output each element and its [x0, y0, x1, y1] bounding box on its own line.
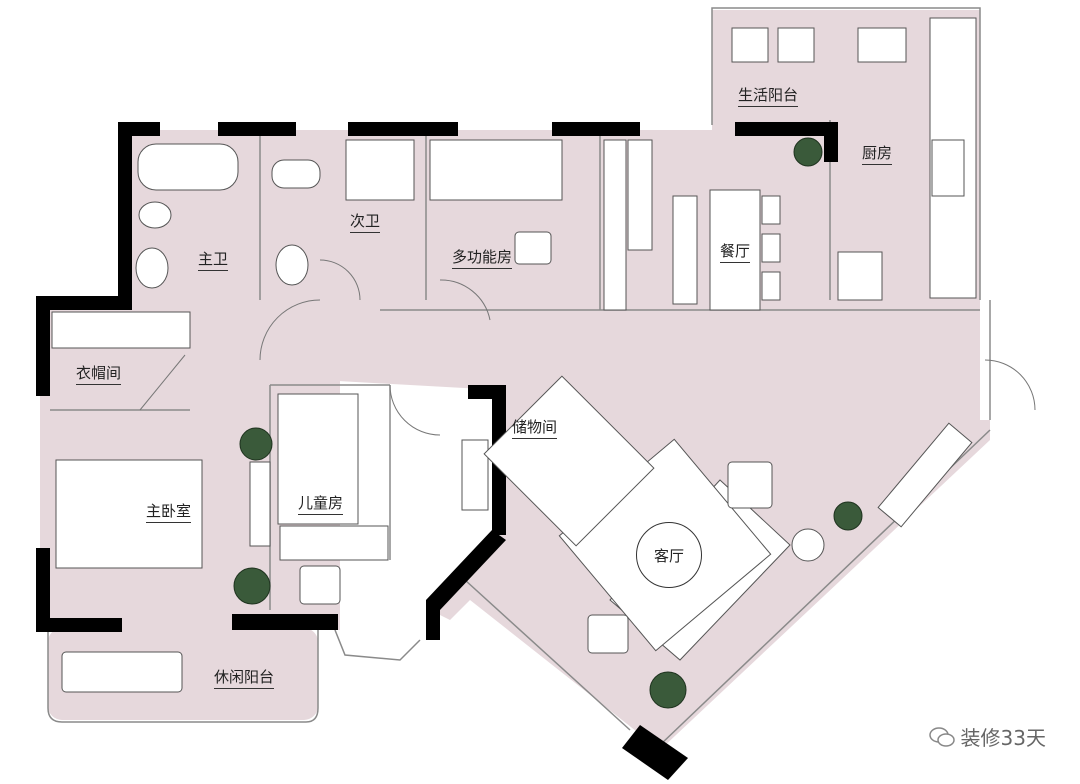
walls [36, 122, 838, 780]
armchair-icon [727, 461, 773, 509]
wechat-icon [928, 726, 955, 747]
bathtub-icon [137, 143, 239, 191]
desk-icon [429, 139, 563, 201]
desk-icon [279, 525, 389, 561]
cabinet-icon [483, 375, 655, 547]
sideboard-icon [672, 195, 698, 305]
chair-icon [761, 195, 781, 225]
side-table-icon [791, 528, 825, 562]
room-label-dining: 餐厅 [720, 240, 751, 263]
cabinet-icon [603, 139, 627, 311]
chair-icon [761, 233, 781, 263]
room-label-leisure-balcony: 休闲阳台 [214, 666, 275, 689]
chair-icon [299, 565, 341, 605]
shower-icon [345, 139, 415, 201]
room-label-living-balcony: 生活阳台 [738, 84, 799, 107]
watermark-text: 装修33天 [960, 726, 1046, 750]
room-label-master-bedroom: 主卧室 [146, 500, 192, 523]
fitness-machine-icon [61, 651, 183, 693]
plant-icon [239, 427, 273, 461]
room-label-master-bath: 主卫 [198, 248, 229, 271]
room-label-storage: 储物间 [512, 416, 558, 439]
chair-icon [761, 271, 781, 301]
cabinet-icon [461, 439, 489, 511]
plant-icon [233, 567, 271, 605]
room-label-multi-room: 多功能房 [452, 246, 513, 269]
stool-icon [587, 614, 629, 654]
wardrobe-icon [249, 461, 271, 547]
washer-icon [777, 27, 815, 63]
wardrobe-icon [51, 311, 191, 349]
watermark: 装修33天 [928, 722, 1046, 751]
plant-icon [833, 501, 863, 531]
tv-cabinet-icon [877, 422, 973, 528]
door-swings [139, 259, 1036, 436]
bed-icon [277, 393, 359, 525]
plants [233, 137, 863, 709]
room-label-cloakroom: 衣帽间 [76, 362, 122, 385]
fridge-icon [837, 251, 883, 301]
plant-icon [793, 137, 823, 167]
chair-icon [514, 231, 552, 265]
room-label-kids-room: 儿童房 [298, 492, 344, 515]
bed-icon [55, 459, 203, 569]
floor-fill [40, 10, 990, 750]
stove-icon [931, 139, 965, 197]
toilet-icon [138, 201, 172, 229]
room-label-kitchen: 厨房 [862, 142, 893, 165]
dining-table-icon [709, 189, 761, 311]
basin-icon [135, 247, 169, 289]
sink-icon [731, 27, 769, 63]
toilet-icon [271, 159, 321, 189]
plant-icon [649, 671, 687, 709]
basin-icon [275, 244, 309, 286]
sink-icon [857, 27, 907, 63]
room-label-second-bath: 次卫 [350, 210, 381, 233]
room-label-living-room: 客厅 [636, 522, 702, 588]
piano-icon [627, 139, 653, 251]
living-room-label-text: 客厅 [653, 546, 684, 565]
